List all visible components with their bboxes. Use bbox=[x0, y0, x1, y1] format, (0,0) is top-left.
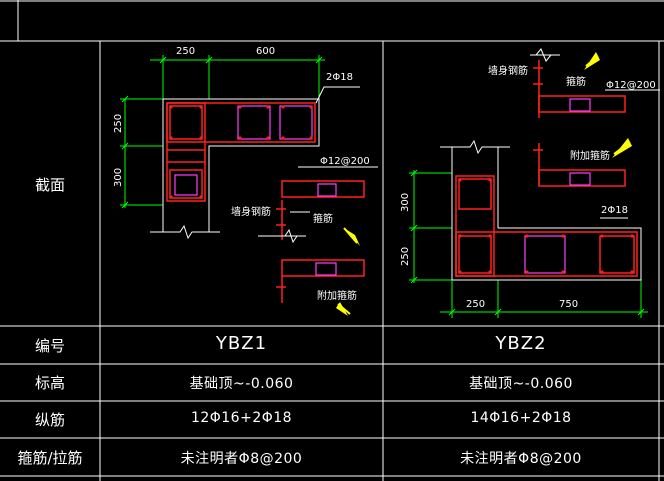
ybz2-outline bbox=[440, 139, 642, 281]
row-label-stirrup: 箍筋/拉筋 bbox=[17, 449, 83, 467]
ybz1-code: YBZ1 bbox=[215, 333, 268, 354]
ybz1-elevation: 基础顶~-0.060 bbox=[189, 376, 294, 392]
ybz1-stirrup-label: Φ12@200 bbox=[320, 156, 370, 167]
ybz2-longitudinal: 14Φ16+2Φ18 bbox=[470, 410, 572, 426]
ybz2-rebar-label: 2Φ18 bbox=[601, 205, 628, 216]
ybz2-extra-hoop-label: 附加箍筋 bbox=[570, 149, 610, 162]
ybz1-dim-top-right: 600 bbox=[256, 46, 275, 57]
ybz2-dim-left-bottom: 250 bbox=[400, 247, 411, 266]
ybz2-rebar-cage bbox=[455, 175, 638, 277]
ybz2-dim-bottom-right: 750 bbox=[559, 299, 578, 310]
ybz1-hoop-label: 箍筋 bbox=[313, 212, 333, 225]
ybz1-section: 250 600 250 300 2Φ18 Φ12@200 墙身钢筋 箍筋 附加箍… bbox=[113, 46, 378, 316]
ybz1-outline bbox=[150, 98, 320, 240]
ybz1-longitudinal: 12Φ16+2Φ18 bbox=[190, 410, 293, 426]
ybz2-detail-extra-hoop bbox=[533, 138, 632, 187]
ybz1-inner-ties bbox=[174, 105, 313, 196]
row-label-code: 编号 bbox=[34, 337, 65, 355]
ybz2-dim-left-top: 300 bbox=[400, 193, 411, 212]
row-label-elevation: 标高 bbox=[34, 374, 65, 392]
ybz1-dim-left-bottom: 300 bbox=[113, 168, 124, 187]
ybz2-detail-hoop bbox=[530, 48, 660, 118]
ybz2-dim-bottom-left: 250 bbox=[466, 299, 485, 310]
ybz1-rebar-cage bbox=[166, 102, 316, 202]
ybz1-bars bbox=[169, 105, 313, 199]
ybz1-dim-left-top: 250 bbox=[113, 114, 124, 133]
ybz1-detail-hoop bbox=[258, 166, 378, 246]
ybz1-dimensions bbox=[120, 55, 325, 209]
ybz2-dimensions bbox=[409, 169, 648, 318]
ybz1-detail-extra-hoop bbox=[276, 259, 365, 316]
ybz2-wall-bar-label: 墙身钢筋 bbox=[488, 64, 528, 77]
row-label-longitudinal: 纵筋 bbox=[34, 411, 65, 429]
ybz2-bars bbox=[458, 178, 634, 274]
ybz1-wall-bar-label: 墙身钢筋 bbox=[231, 205, 271, 218]
ybz2-code: YBZ2 bbox=[495, 333, 547, 354]
ybz2-section: 墙身钢筋 箍筋 Φ12@200 附加箍筋 2Φ18 300 250 250 75… bbox=[400, 48, 660, 318]
ybz1-rebar-leader bbox=[315, 86, 360, 104]
row-label-section: 截面 bbox=[34, 176, 65, 194]
ybz2-hoop-label: 箍筋 bbox=[566, 75, 586, 88]
ybz1-extra-hoop-label: 附加箍筋 bbox=[317, 289, 357, 302]
ybz1-stirrup: 未注明者Φ8@200 bbox=[180, 451, 303, 467]
ybz2-stirrup-label: Φ12@200 bbox=[606, 80, 656, 91]
ybz1-dim-top-left: 250 bbox=[176, 46, 195, 57]
ybz2-inner-ties bbox=[524, 235, 566, 274]
ybz2-stirrup: 未注明者Φ8@200 bbox=[460, 451, 582, 467]
ybz1-rebar-label: 2Φ18 bbox=[326, 72, 353, 83]
ybz2-elevation: 基础顶~-0.060 bbox=[469, 376, 573, 392]
